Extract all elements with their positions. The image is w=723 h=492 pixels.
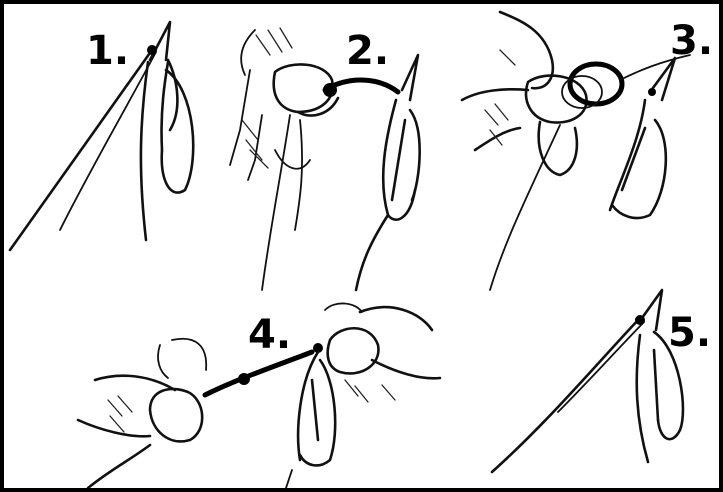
step-3-illustration <box>462 12 690 290</box>
step-2-label: 2. <box>346 28 389 74</box>
step-5-illustration <box>492 290 683 472</box>
step-2-illustration <box>230 28 420 290</box>
step-4-label: 4. <box>248 312 291 358</box>
step-5-label: 5. <box>668 310 711 356</box>
step-3-label: 3. <box>670 18 713 64</box>
step-1-label: 1. <box>86 28 129 74</box>
knot-tying-diagram: 1. 2. <box>4 4 719 488</box>
